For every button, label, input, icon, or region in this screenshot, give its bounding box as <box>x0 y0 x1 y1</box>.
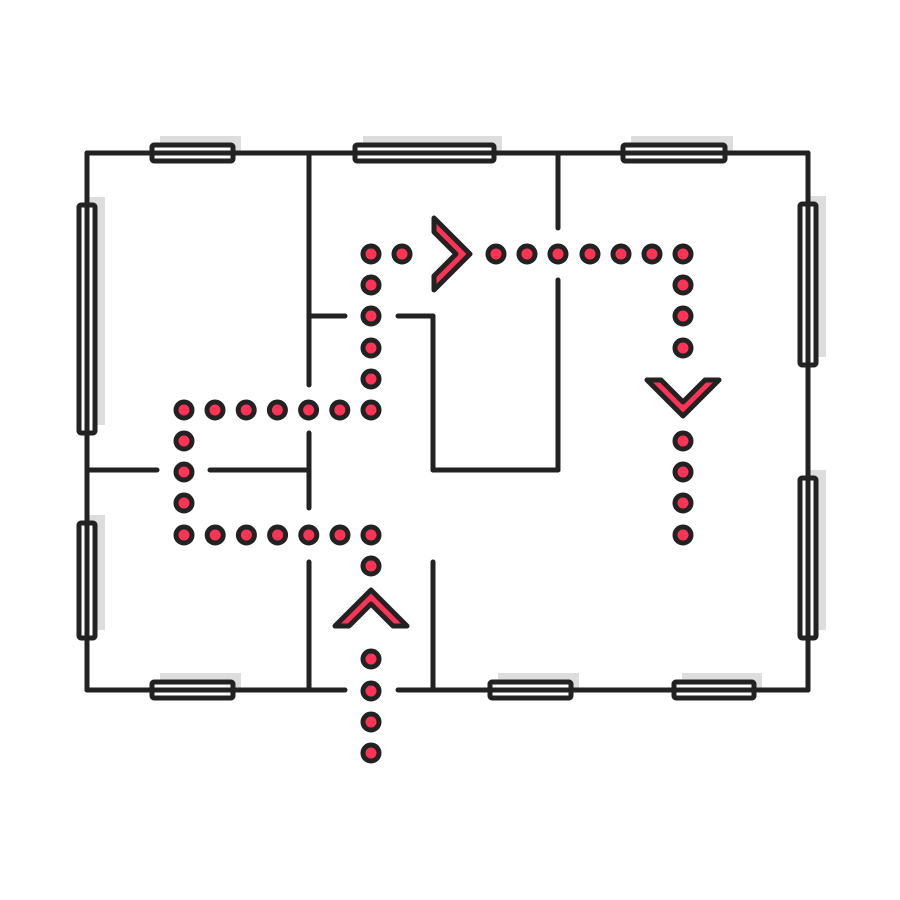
route-dot <box>360 680 382 702</box>
evacuation-route <box>173 215 722 764</box>
route-dot <box>672 337 694 359</box>
route-dot <box>329 524 351 546</box>
route-dot <box>672 430 694 452</box>
route-dot <box>672 524 694 546</box>
route-dot <box>485 243 507 265</box>
chevron-down-icon <box>644 377 722 419</box>
route-dot <box>204 399 226 421</box>
route-dot <box>298 399 320 421</box>
route-dot <box>610 243 632 265</box>
route-dot <box>360 274 382 296</box>
route-dot <box>298 524 320 546</box>
route-dot <box>547 243 569 265</box>
route-dot <box>516 243 538 265</box>
route-dot <box>391 243 413 265</box>
route-dot <box>329 399 351 421</box>
route-dot <box>360 305 382 327</box>
chevron-right-icon <box>431 215 473 293</box>
route-dot <box>360 711 382 733</box>
route-dot <box>235 399 257 421</box>
route-dot <box>672 243 694 265</box>
route-dot <box>672 461 694 483</box>
route-dot <box>672 274 694 296</box>
route-dot <box>641 243 663 265</box>
route-dot <box>360 399 382 421</box>
route-dot <box>266 399 288 421</box>
walls <box>84 150 811 693</box>
route-dot <box>173 461 195 483</box>
route-dot <box>360 524 382 546</box>
route-dot <box>360 368 382 390</box>
route-dot <box>173 524 195 546</box>
route-dot <box>360 555 382 577</box>
route-dot <box>360 243 382 265</box>
route-dot <box>204 524 226 546</box>
route-dot <box>360 337 382 359</box>
chevron-up-icon <box>332 587 410 629</box>
route-dot <box>360 742 382 764</box>
route-dot <box>267 524 289 546</box>
route-dot <box>579 243 601 265</box>
route-dot <box>672 492 694 514</box>
route-dot <box>235 524 257 546</box>
route-dot <box>173 399 195 421</box>
route-dot <box>173 430 195 452</box>
route-dot <box>173 492 195 514</box>
route-dot <box>672 305 694 327</box>
route-dot <box>360 648 382 670</box>
